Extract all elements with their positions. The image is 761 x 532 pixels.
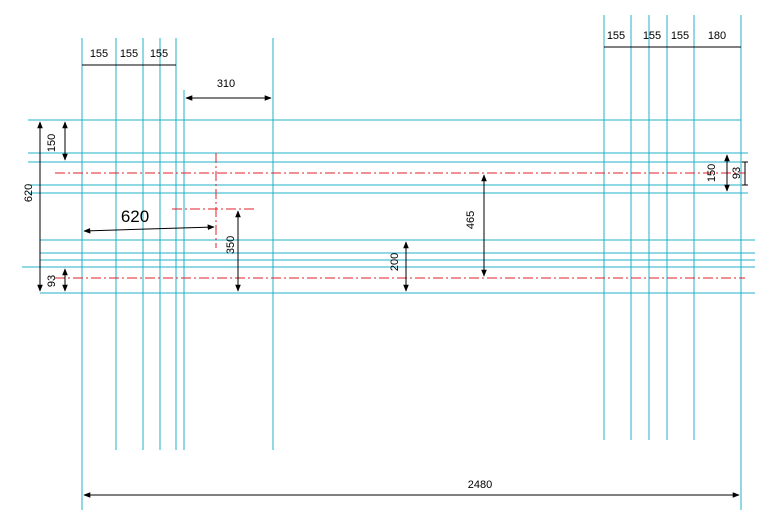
dim-label-top-left-2: 155 xyxy=(120,48,138,60)
dim-label-left-top: 150 xyxy=(46,134,58,152)
dim-label-right-top: 150 xyxy=(706,164,718,182)
dim-label-top-left-3: 155 xyxy=(150,48,168,60)
gridlines xyxy=(22,15,755,510)
dim-label-center-height: 465 xyxy=(465,211,477,229)
dim-line-inner-width xyxy=(83,224,215,234)
dim-label-middle-height: 200 xyxy=(389,253,401,271)
dim-label-left-bottom: 93 xyxy=(46,275,58,287)
dim-label-gap: 310 xyxy=(217,78,235,90)
centerlines xyxy=(55,153,745,279)
dim-label-inner-width: 620 xyxy=(121,207,149,226)
dim-label-top-right-4: 180 xyxy=(708,30,726,42)
dim-label-top-right-1: 155 xyxy=(607,30,625,42)
dimension-labels: 155 155 155 155 155 155 180 310 2480 620… xyxy=(23,30,743,491)
dim-label-inner-height: 350 xyxy=(225,236,237,254)
dim-label-top-right-3: 155 xyxy=(671,30,689,42)
dim-label-right-small: 93 xyxy=(731,167,743,179)
dim-label-top-left-1: 155 xyxy=(90,48,108,60)
dim-label-left-total: 620 xyxy=(23,184,35,202)
dimension-lines xyxy=(37,46,748,498)
dim-label-total-width: 2480 xyxy=(468,479,492,491)
dim-label-top-right-2: 155 xyxy=(643,30,661,42)
